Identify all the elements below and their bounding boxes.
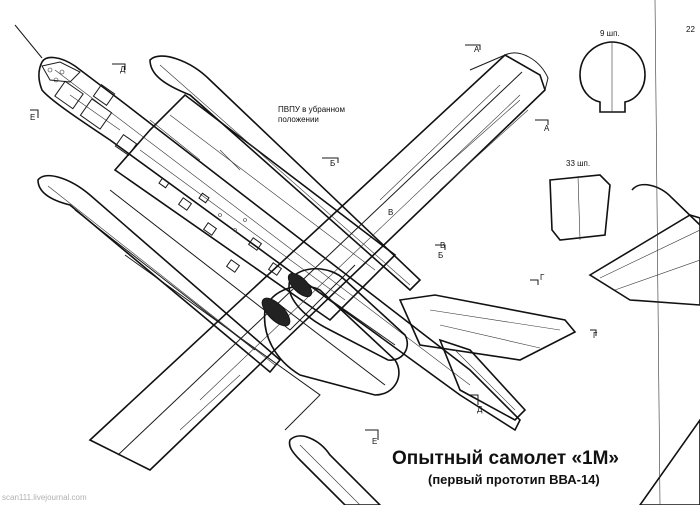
section-letter: Е (372, 437, 377, 446)
section-letter: Б (438, 251, 443, 260)
drawing-title: Опытный самолет «1М» (392, 448, 619, 469)
pitot-probe (14, 24, 43, 59)
section-letter: А (544, 124, 550, 133)
cross-section-frame-9 (579, 41, 646, 113)
cockpit-glazing (41, 61, 138, 157)
sheet-fold-line (654, 0, 661, 505)
section-letter: Г (540, 273, 545, 282)
frame-33-label: 33 шп. (566, 159, 590, 168)
section-letter: В (388, 208, 393, 217)
section-letter: Б (330, 159, 335, 168)
right-fragment-lower (639, 418, 700, 505)
left-float (149, 55, 422, 292)
section-letter: Д (120, 65, 126, 74)
frame-22-label: 22 (686, 25, 695, 34)
horizontal-stabilizer (398, 294, 577, 361)
lower-tail-surface (288, 435, 382, 505)
section-letter: А (474, 45, 480, 54)
engine-nacelle-right (287, 268, 409, 361)
section-letter: Е (30, 113, 35, 122)
frame-9-label: 9 шп. (600, 29, 620, 38)
main-wing (88, 52, 549, 471)
scan-credit: scan111.livejournal.com (2, 493, 87, 502)
wing-leading-edge-tip (469, 54, 506, 71)
vertical-fin (438, 338, 527, 421)
note-line-2: положении (278, 115, 319, 124)
right-fragment-stabilizer (588, 183, 700, 306)
section-markers (30, 44, 597, 440)
cross-section-frame-33 (549, 174, 611, 241)
drawing-subtitle: (первый прототип ВВА-14) (428, 472, 600, 487)
section-letter: Г (593, 331, 598, 340)
right-float (37, 174, 282, 374)
section-letter: В (440, 241, 445, 250)
note-line-1: ПВПУ в убранном (278, 105, 345, 114)
section-letter: Д (477, 405, 483, 414)
